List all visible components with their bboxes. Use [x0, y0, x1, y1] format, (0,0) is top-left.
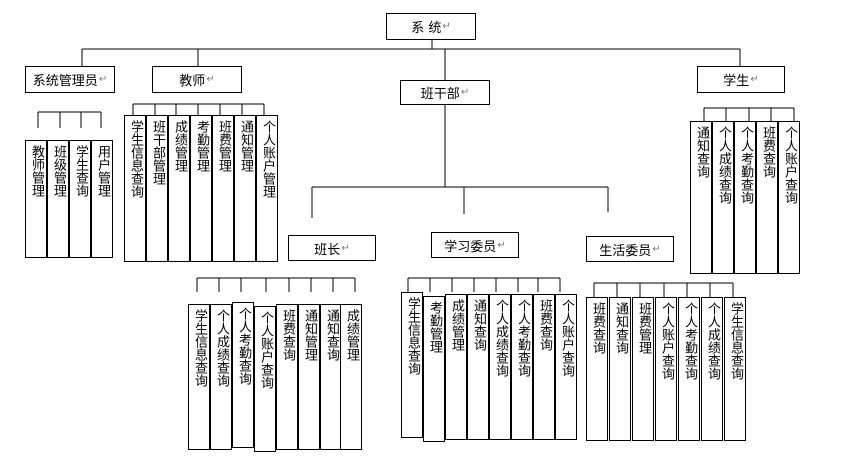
study-leaf: 成绩管理 — [445, 294, 467, 440]
teacher-leaf: 个人账户管理 — [256, 115, 278, 262]
life-leaf: 个人考勤查询 — [678, 297, 700, 441]
cadre-node: 班干部↵ — [400, 80, 490, 105]
teacher-label: 教师 — [179, 74, 206, 89]
cadre-label: 班干部 — [420, 87, 460, 102]
root-node: 系 统↵ — [386, 13, 476, 40]
student-leaf: 个人考勤查询 — [734, 121, 756, 274]
monitor-leaf: 个人成绩查询 — [210, 304, 232, 450]
monitor-leaf: 通知查询 — [320, 304, 342, 450]
life-leaf: 个人账户查询 — [655, 297, 677, 441]
student-leaf: 通知查询 — [690, 121, 712, 274]
admin-node: 系统管理员↵ — [25, 66, 115, 93]
monitor-leaf: 个人考勤查询 — [232, 302, 254, 448]
monitor-leaf: 班费查询 — [276, 304, 298, 450]
admin-label: 系统管理员 — [32, 74, 98, 89]
life-leaf: 班费查询 — [586, 297, 608, 441]
study-leaf: 班费查询 — [533, 294, 555, 440]
teacher-leaf: 学生信息查询 — [124, 115, 146, 262]
teacher-leaf: 班干部管理 — [146, 115, 168, 262]
teacher-leaf: 通知管理 — [234, 115, 256, 262]
study-leaf: 个人账户查询 — [555, 294, 577, 440]
teacher-node: 教师↵ — [152, 66, 242, 93]
monitor-leaf: 学生信息查询 — [188, 304, 210, 450]
study-leaf: 个人成绩查询 — [489, 294, 511, 440]
life-leaf: 班费管理 — [632, 297, 654, 441]
monitor-leaf: 成绩管理 — [340, 304, 362, 450]
student-leaf: 个人账户查询 — [778, 121, 800, 274]
admin-leaf: 班级管理 — [47, 140, 69, 258]
life-leaf: 学生信息查询 — [724, 297, 746, 441]
monitor-leaf: 个人账户查询 — [254, 306, 276, 452]
teacher-leaf: 成绩管理 — [168, 115, 190, 262]
life-node: 生活委员↵ — [586, 236, 674, 262]
monitor-label: 班长 — [314, 242, 341, 258]
study-node: 学习委员↵ — [431, 232, 519, 258]
admin-leaf: 教师管理 — [25, 140, 47, 258]
life-leaf: 通知查询 — [609, 297, 631, 441]
study-label: 学习委员 — [444, 239, 497, 255]
student-leaf: 个人成绩查询 — [712, 121, 734, 274]
life-leaf: 个人成绩查询 — [701, 297, 723, 441]
teacher-leaf: 考勤管理 — [190, 115, 212, 262]
monitor-leaf: 通知管理 — [298, 304, 320, 450]
study-leaf: 个人考勤查询 — [511, 294, 533, 440]
life-label: 生活委员 — [599, 243, 652, 259]
teacher-leaf: 班费管理 — [212, 115, 234, 262]
student-node: 学生↵ — [697, 66, 785, 93]
monitor-node: 班长↵ — [288, 235, 376, 261]
admin-leaf: 用户管理 — [91, 140, 113, 258]
root-label: 系 统 — [411, 21, 442, 36]
student-label: 学生 — [723, 74, 750, 89]
admin-leaf: 学生查询 — [69, 140, 91, 258]
study-leaf: 学生信息查询 — [401, 292, 423, 438]
study-leaf: 考勤管理 — [423, 296, 445, 442]
study-leaf: 通知查询 — [467, 294, 489, 440]
student-leaf: 班费查询 — [756, 121, 778, 274]
